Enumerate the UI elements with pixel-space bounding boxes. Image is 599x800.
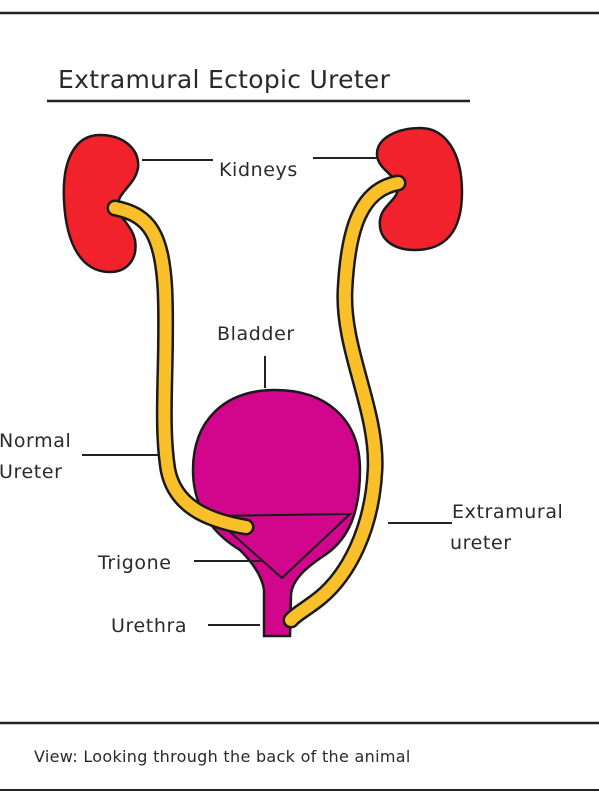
view-caption: View: Looking through the back of the an… xyxy=(34,747,411,766)
normal-ureter-fill xyxy=(109,202,252,533)
label-urethra: Urethra xyxy=(111,615,187,637)
extramural-ureter-fill xyxy=(285,177,404,626)
left-kidney xyxy=(62,133,140,274)
label-extramural-ureter-line1: Extramural xyxy=(452,501,563,523)
label-normal-ureter-line2: Ureter xyxy=(0,461,63,483)
bladder xyxy=(191,388,362,638)
label-normal-ureter-line1: Normal xyxy=(0,430,71,452)
label-trigone: Trigone xyxy=(97,552,172,574)
label-bladder: Bladder xyxy=(217,323,295,345)
right-kidney xyxy=(375,126,464,252)
trigone xyxy=(209,512,353,580)
diagram-title: Extramural Ectopic Ureter xyxy=(58,65,391,94)
label-kidneys: Kidneys xyxy=(219,159,298,181)
label-extramural-ureter-line2: ureter xyxy=(450,532,512,554)
